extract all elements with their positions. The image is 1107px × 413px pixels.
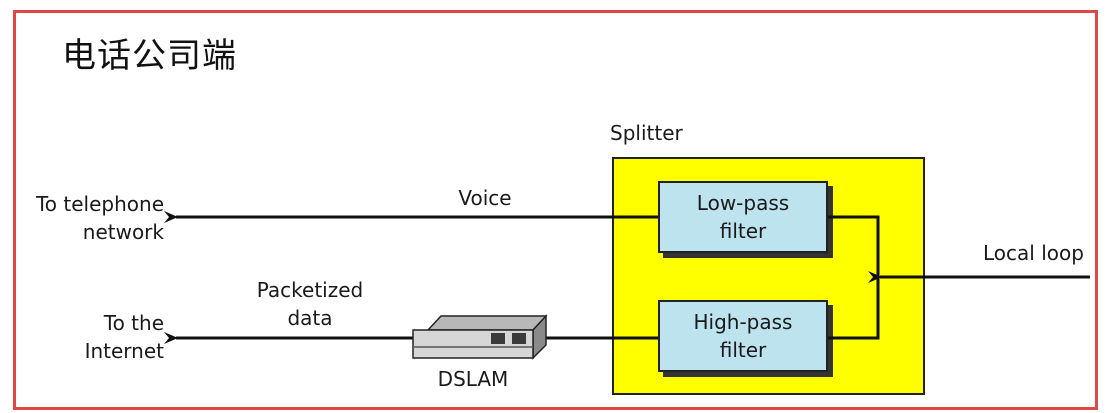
splitter-label: Splitter [610, 121, 683, 145]
to-internet-label: To the Internet [84, 311, 164, 363]
high-pass-filter: High-pass filter [658, 300, 828, 372]
dslam-device-icon [412, 314, 548, 360]
dslam-label: DSLAM [437, 367, 509, 391]
low-pass-filter: Low-pass filter [658, 181, 828, 253]
diagram-frame [13, 10, 1098, 410]
diagram-title: 电话公司端 [62, 36, 237, 76]
filter-bracket-line [828, 215, 880, 340]
to-telephone-network-label: To telephone network [35, 192, 164, 244]
voice-label: Voice [458, 186, 512, 210]
packetized-data-label: Packetized data [256, 278, 364, 330]
local-loop-label: Local loop [983, 241, 1084, 265]
